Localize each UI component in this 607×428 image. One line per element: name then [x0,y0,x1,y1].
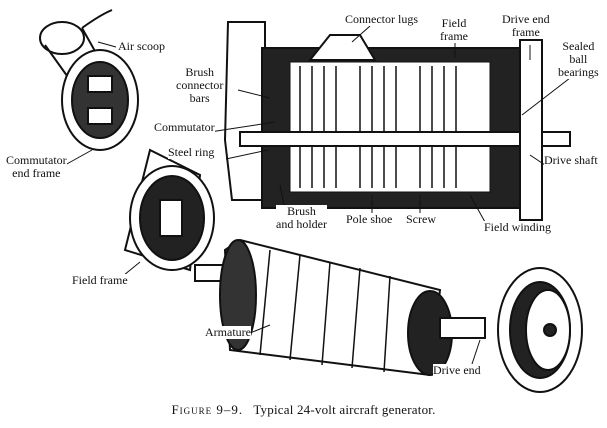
label-line: Brush [185,65,214,79]
label-armature: Armature [205,325,251,339]
figure-caption: Figure 9–9. Typical 24-volt aircraft gen… [0,402,607,418]
label-screw: Screw [406,212,436,226]
figure-number: Figure 9–9. [171,402,244,417]
label-field-frame-bottom: Field frame [72,273,128,287]
label-drive-shaft: Drive shaft [544,153,598,167]
label-drive-end: Drive end [433,363,481,377]
label-field-winding: Field winding [484,220,552,234]
label-field-frame-top: Field frame [440,17,468,43]
label-commutator-end-frame: Commutator end frame [6,154,67,180]
label-line: Commutator [6,153,67,167]
label-line: Brush [287,204,316,218]
label-connector-lugs: Connector lugs [345,12,418,26]
label-line: Drive end [502,12,550,26]
commutator-end-frame-part [61,49,139,151]
label-line: ball [569,52,588,66]
label-line: end frame [12,166,61,180]
label-commutator: Commutator [154,120,215,134]
label-line: and holder [276,217,327,231]
label-line: bars [189,91,210,105]
label-air-scoop: Air scoop [118,39,165,53]
label-brush-and-holder: Brush and holder [276,205,327,231]
label-line: Field [441,16,467,30]
label-line: frame [440,29,468,43]
label-brush-connector-bars: Brush connector bars [176,65,224,105]
air-scoop-part [39,9,113,82]
label-line: Sealed [562,39,595,53]
armature-part [194,238,486,377]
field-frame-part [123,148,215,272]
label-sealed-ball-bearings: Sealed ball bearings [558,40,599,79]
drive-end-part [497,267,583,393]
label-line: bearings [558,65,599,79]
label-steel-ring: Steel ring [168,145,215,159]
label-line: frame [511,25,540,39]
label-drive-end-frame: Drive end frame [502,13,550,39]
label-pole-shoe: Pole shoe [346,212,393,226]
main-housing-part [223,21,571,221]
label-line: connector [176,78,224,92]
caption-text: Typical 24-volt aircraft generator. [253,402,436,417]
